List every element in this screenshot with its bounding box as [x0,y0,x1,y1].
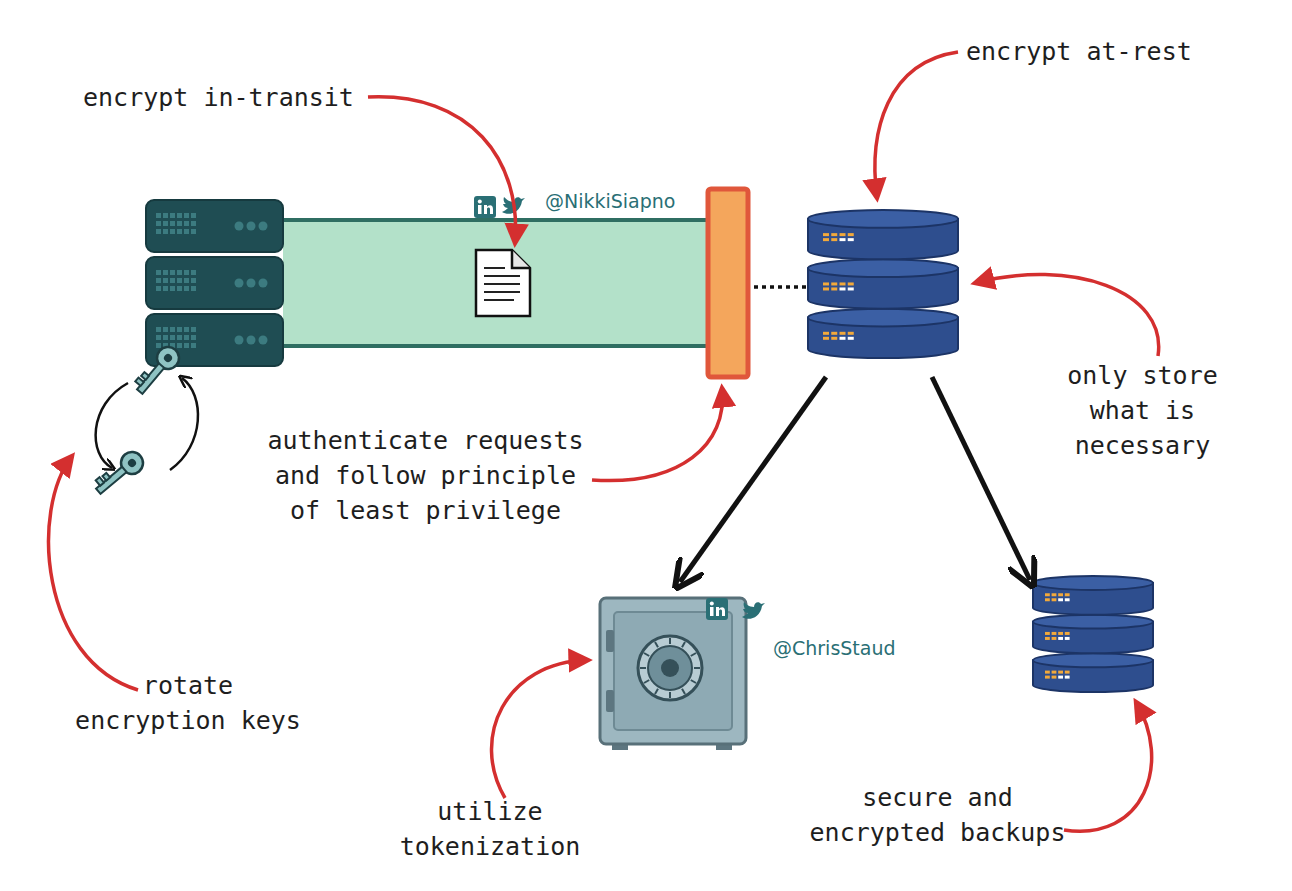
callout-label: encrypt in-transit [83,80,373,115]
callout-label: utilize tokenization [390,794,590,864]
flow-arrows [680,377,1030,582]
callout-leaders [49,52,1159,831]
callout-label: rotate encryption keys [66,668,310,738]
primary-database [808,210,958,358]
callout-label: only store what is necessary [1055,358,1230,463]
callout-label: encrypt at-rest [966,34,1236,69]
backup-database [1033,576,1153,692]
social-icons [474,196,765,620]
author-handle: @NikkiSiapno [545,189,695,213]
server-rack [146,200,283,366]
callout-label: secure and encrypted backups [800,780,1075,850]
callout-label: authenticate requests and follow princip… [258,423,593,528]
transit-pipe [283,220,710,346]
rotating-keys [91,343,198,500]
auth-gateway [708,189,806,377]
document-icon [476,250,530,316]
token-vault [600,598,746,750]
author-handle: @ChrisStaud [773,636,923,660]
